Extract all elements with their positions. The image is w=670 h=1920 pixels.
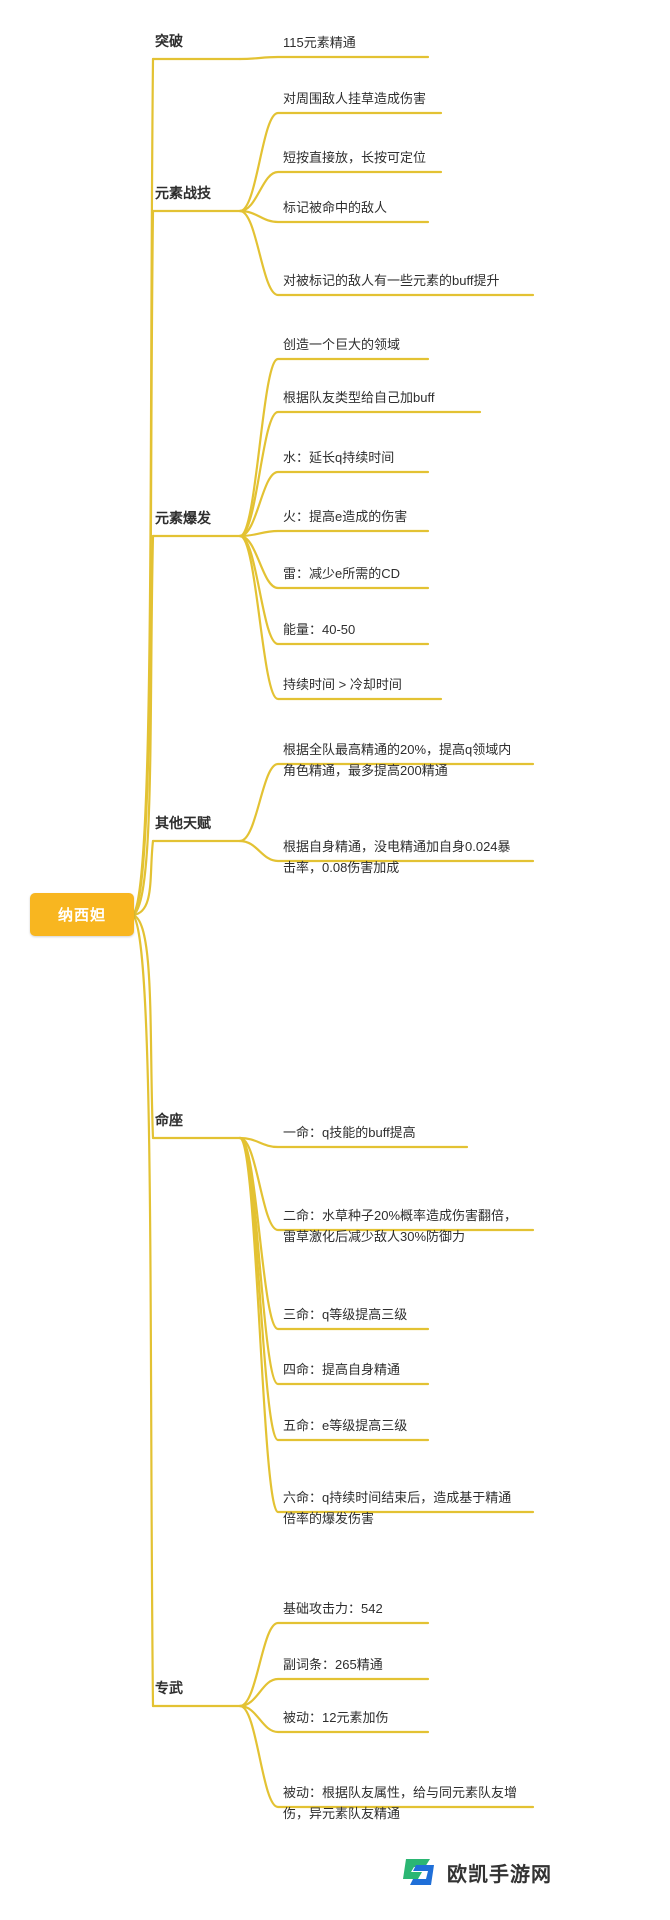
leaf-node-label: 雷：减少e所需的CD — [283, 566, 401, 581]
watermark: 欧凯手游网 — [400, 1855, 552, 1889]
leaf-node[interactable]: 六命：q持续时间结束后，造成基于精通倍率的爆发伤害 — [283, 1487, 518, 1529]
branch-node-label: 元素战技 — [155, 185, 211, 201]
leaf-node[interactable]: 被动：12元素加伤 — [283, 1707, 518, 1728]
leaf-node-label: 二命：水草种子20%概率造成伤害翻倍，雷草激化后减少敌人30%防御力 — [283, 1208, 518, 1245]
leaf-node[interactable]: 二命：水草种子20%概率造成伤害翻倍，雷草激化后减少敌人30%防御力 — [283, 1205, 518, 1247]
leaf-node-label: 对被标记的敌人有一些元素的buff提升 — [283, 273, 500, 288]
branch-node-label: 突破 — [155, 33, 183, 49]
leaf-node[interactable]: 水：延长q持续时间 — [283, 447, 518, 468]
leaf-node[interactable]: 雷：减少e所需的CD — [283, 563, 518, 584]
leaf-node[interactable]: 五命：e等级提高三级 — [283, 1415, 518, 1436]
leaf-node-label: 115元素精通 — [283, 35, 356, 50]
branch-node-5[interactable]: 命座 — [155, 1110, 183, 1130]
leaf-node-label: 根据队友类型给自己加buff — [283, 390, 435, 405]
leaf-node[interactable]: 根据队友类型给自己加buff — [283, 387, 518, 408]
branch-node-6[interactable]: 专武 — [155, 1678, 183, 1698]
leaf-node[interactable]: 基础攻击力：542 — [283, 1598, 518, 1619]
leaf-node-label: 三命：q等级提高三级 — [283, 1307, 408, 1322]
leaf-node[interactable]: 副词条：265精通 — [283, 1654, 518, 1675]
root-node[interactable]: 纳西妲 — [30, 893, 134, 936]
watermark-label: 欧凯手游网 — [447, 1863, 552, 1886]
branch-node-4[interactable]: 其他天赋 — [155, 813, 211, 833]
leaf-node[interactable]: 能量：40-50 — [283, 619, 518, 640]
leaf-node-label: 五命：e等级提高三级 — [283, 1418, 408, 1433]
branch-node-label: 专武 — [155, 1680, 183, 1696]
leaf-node-label: 一命：q技能的buff提高 — [283, 1125, 416, 1140]
leaf-node-label: 基础攻击力：542 — [283, 1601, 383, 1616]
leaf-node-label: 创造一个巨大的领域 — [283, 337, 401, 352]
leaf-node[interactable]: 115元素精通 — [283, 32, 518, 53]
leaf-node-label: 标记被命中的敌人 — [283, 200, 388, 215]
leaf-node-label: 根据全队最高精通的20%，提高q领域内角色精通，最多提高200精通 — [283, 742, 512, 779]
branch-node-label: 命座 — [155, 1112, 183, 1128]
leaf-node[interactable]: 短按直接放，长按可定位 — [283, 147, 518, 168]
branch-node-3[interactable]: 元素爆发 — [155, 508, 211, 528]
leaf-node[interactable]: 标记被命中的敌人 — [283, 197, 518, 218]
root-node-label: 纳西妲 — [57, 907, 106, 924]
leaf-node[interactable]: 三命：q等级提高三级 — [283, 1304, 518, 1325]
leaf-node[interactable]: 持续时间 > 冷却时间 — [283, 674, 518, 695]
leaf-node-label: 短按直接放，长按可定位 — [283, 150, 427, 165]
leaf-node-label: 持续时间 > 冷却时间 — [283, 677, 402, 692]
leaf-node-label: 四命：提高自身精通 — [283, 1362, 401, 1377]
leaf-node[interactable]: 对被标记的敌人有一些元素的buff提升 — [283, 270, 518, 291]
leaf-node-label: 火：提高e造成的伤害 — [283, 509, 408, 524]
leaf-node-label: 六命：q持续时间结束后，造成基于精通倍率的爆发伤害 — [283, 1490, 512, 1527]
leaf-node[interactable]: 一命：q技能的buff提高 — [283, 1122, 518, 1143]
branch-node-2[interactable]: 元素战技 — [155, 183, 211, 203]
leaf-node-label: 被动：根据队友属性，给与同元素队友增伤，异元素队友精通 — [283, 1785, 518, 1822]
leaf-node[interactable]: 四命：提高自身精通 — [283, 1359, 518, 1380]
leaf-node-label: 被动：12元素加伤 — [283, 1710, 389, 1725]
leaf-node-label: 能量：40-50 — [283, 622, 356, 637]
leaf-node-label: 水：延长q持续时间 — [283, 450, 395, 465]
leaf-node[interactable]: 对周围敌人挂草造成伤害 — [283, 88, 518, 109]
branch-node-label: 其他天赋 — [155, 815, 211, 831]
leaf-node[interactable]: 根据自身精通，没电精通加自身0.024暴击率，0.08伤害加成 — [283, 836, 518, 878]
site-logo-icon — [403, 1859, 434, 1885]
leaf-node-label: 对周围敌人挂草造成伤害 — [283, 91, 427, 106]
leaf-node-label: 副词条：265精通 — [283, 1657, 383, 1672]
leaf-node[interactable]: 创造一个巨大的领域 — [283, 334, 518, 355]
leaf-node[interactable]: 被动：根据队友属性，给与同元素队友增伤，异元素队友精通 — [283, 1782, 518, 1824]
leaf-node[interactable]: 火：提高e造成的伤害 — [283, 506, 518, 527]
leaf-node-label: 根据自身精通，没电精通加自身0.024暴击率，0.08伤害加成 — [283, 839, 511, 876]
leaf-node[interactable]: 根据全队最高精通的20%，提高q领域内角色精通，最多提高200精通 — [283, 739, 518, 781]
branch-node-label: 元素爆发 — [155, 510, 211, 526]
branch-node-1[interactable]: 突破 — [155, 31, 183, 51]
